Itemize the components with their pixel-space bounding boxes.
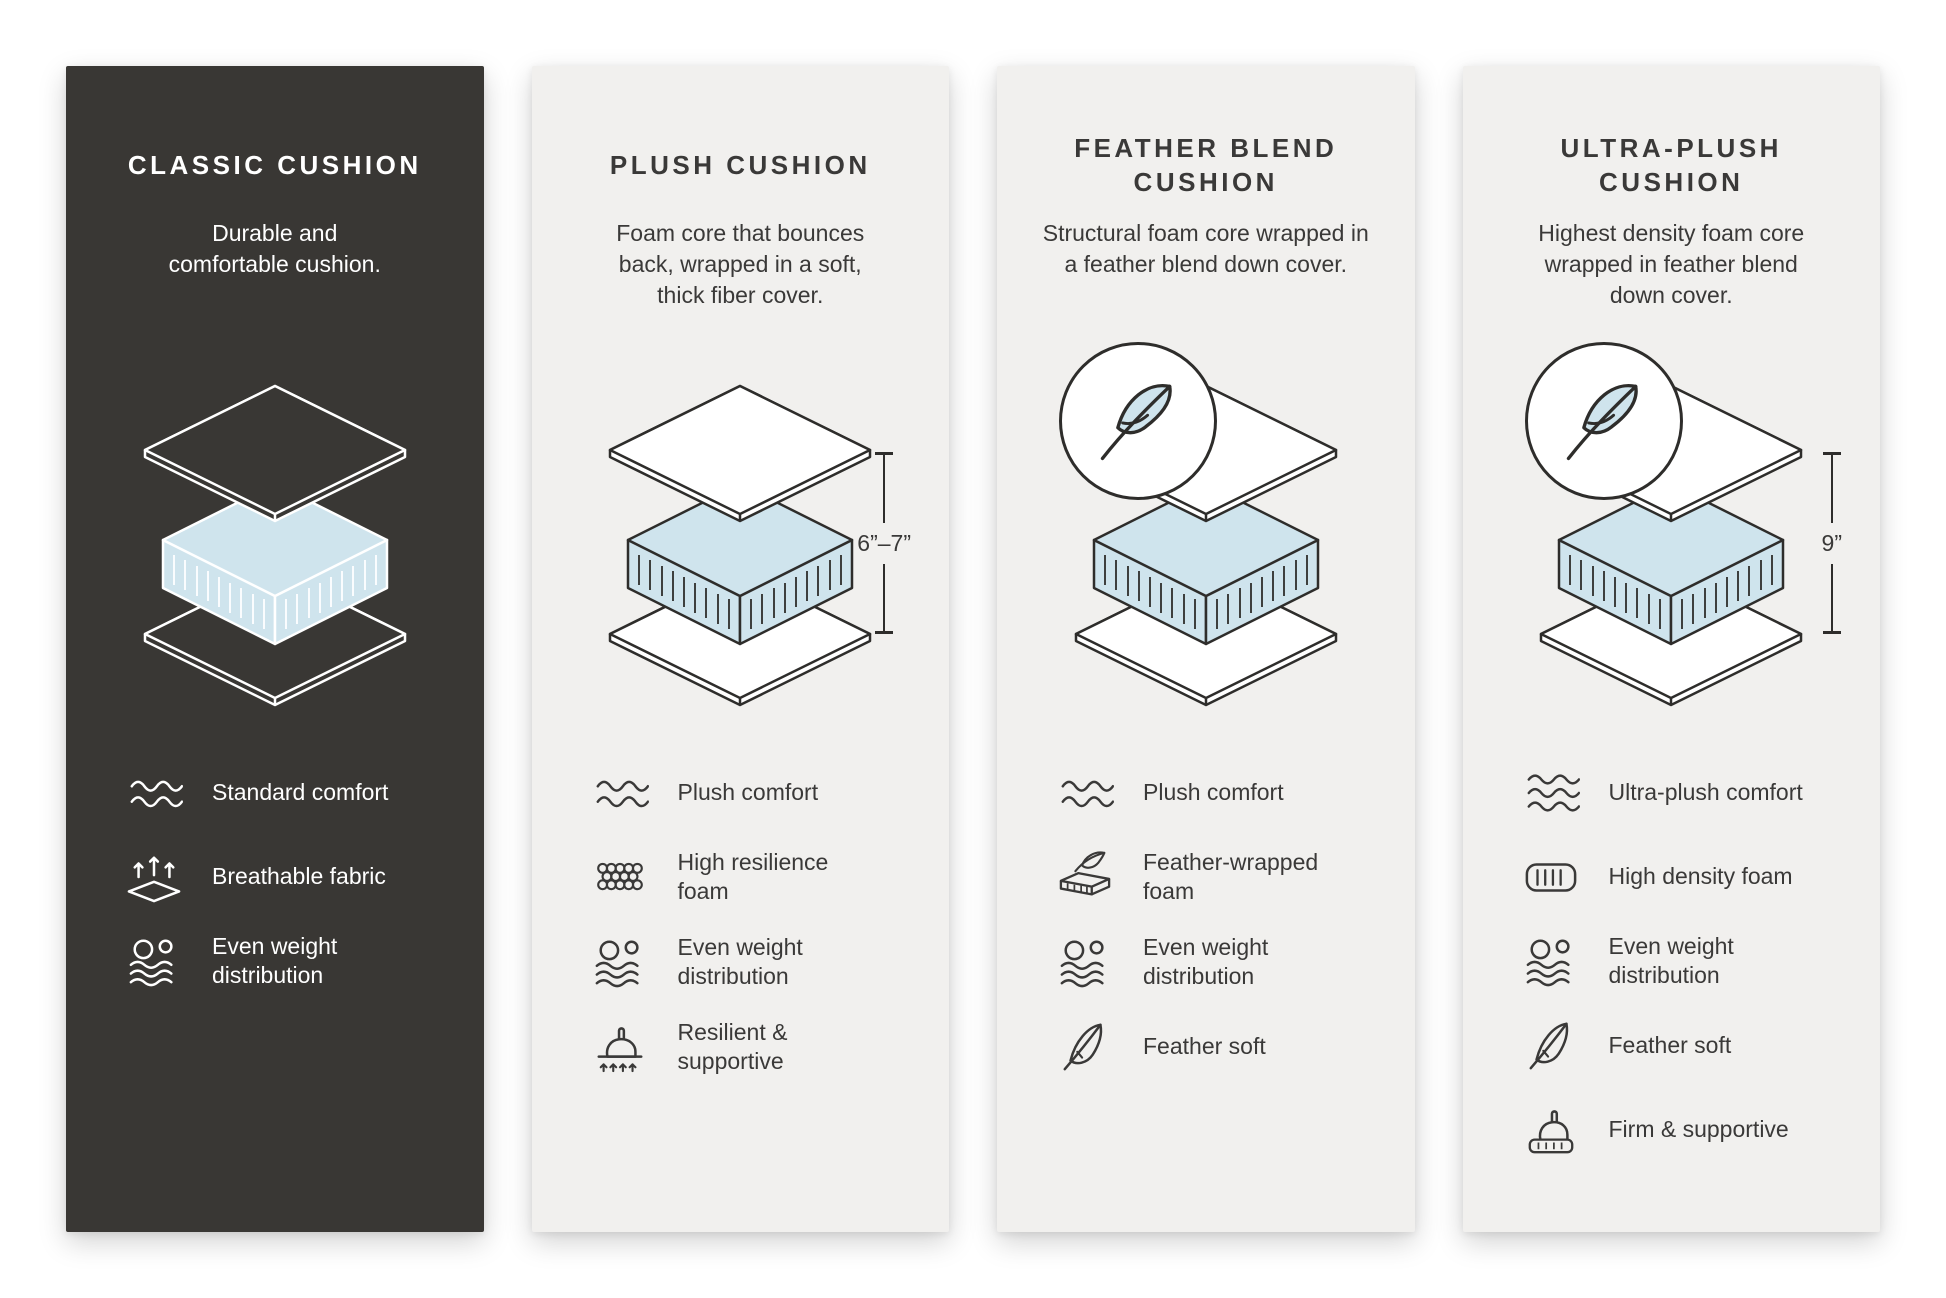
marker-bottom-cap <box>1822 631 1841 634</box>
waves-icon <box>588 764 652 822</box>
card-title-block: FEATHER BLEND CUSHION <box>1029 130 1383 202</box>
card-description: Durable and comfortable cushion. <box>168 220 381 278</box>
even-weight-icon <box>122 932 186 990</box>
feature-list: Plush comfort High resilience foam Even … <box>588 764 918 1077</box>
feature-row: Even weight distribution <box>1519 932 1849 991</box>
card-title-block: PLUSH CUSHION <box>564 130 918 202</box>
feature-label: Ultra-plush comfort <box>1608 779 1803 806</box>
card-title: ULTRA-PLUSH CUSHION <box>1560 133 1782 197</box>
feature-label: High density foam <box>1608 863 1793 890</box>
card-description: Structural foam core wrapped in a feathe… <box>1042 220 1369 278</box>
feature-label: Plush comfort <box>677 779 819 806</box>
feather-icon <box>1090 373 1186 469</box>
feature-label: Feather-wrapped foam <box>1143 849 1319 905</box>
feather-icon <box>1053 1018 1117 1076</box>
card-title: PLUSH CUSHION <box>609 150 871 181</box>
marker-line <box>1830 563 1834 631</box>
feature-label: Standard comfort <box>212 779 389 806</box>
feature-label: Even weight distribution <box>1143 933 1269 990</box>
card-title: FEATHER BLEND CUSHION <box>1074 133 1338 197</box>
feature-row: Feather soft <box>1519 1017 1849 1075</box>
waves-icon <box>122 764 186 822</box>
feature-list: Ultra-plush comfort High density foam Ev… <box>1519 764 1849 1159</box>
cushion-diagram: 6”–7” <box>564 340 918 712</box>
feature-list: Standard comfort Breathable fabric Even … <box>122 764 452 991</box>
card-title-block: ULTRA-PLUSH CUSHION <box>1495 130 1849 202</box>
marker-line <box>882 563 886 631</box>
marker-top-cap <box>875 452 894 455</box>
feature-list: Plush comfort Feather-wrapped foam Even … <box>1053 764 1383 1076</box>
feature-label: Plush comfort <box>1143 779 1284 806</box>
waves-icon <box>1053 764 1117 822</box>
feature-label: Even weight distribution <box>677 933 803 990</box>
feature-row: Plush comfort <box>1053 764 1383 822</box>
feature-row: Feather soft <box>1053 1018 1383 1076</box>
feature-row: Standard comfort <box>122 764 452 822</box>
feature-label: Resilient & supportive <box>677 1018 788 1075</box>
height-label: 6”–7” <box>857 529 911 556</box>
feature-row: High density foam <box>1519 848 1849 906</box>
feature-label: Firm & supportive <box>1608 1116 1789 1143</box>
card-classic-cushion: CLASSIC CUSHION Durable and comfortable … <box>66 66 484 1232</box>
feature-row: Feather-wrapped foam <box>1053 848 1383 907</box>
feature-row: High resilience foam <box>588 848 918 907</box>
even-weight-icon <box>588 933 652 991</box>
height-marker: 6”–7” <box>857 452 911 634</box>
feature-row: Ultra-plush comfort <box>1519 764 1849 822</box>
cushion-diagram <box>1029 340 1383 712</box>
card-description: Foam core that bounces back, wrapped in … <box>616 220 865 309</box>
feather-icon <box>1519 1017 1583 1075</box>
cushion-diagram: 9” <box>1495 340 1849 712</box>
breathable-fabric-icon <box>122 848 186 906</box>
feature-label: Feather soft <box>1608 1032 1732 1059</box>
height-marker: 9” <box>1822 452 1842 634</box>
feather-icon <box>1556 373 1652 469</box>
feature-row: Firm & supportive <box>1519 1101 1849 1159</box>
feather-badge <box>1059 342 1217 500</box>
feature-row: Even weight distribution <box>588 933 918 992</box>
feature-row: Resilient & supportive <box>588 1018 918 1077</box>
honeycomb-foam-icon <box>588 848 652 906</box>
feather-wrapped-foam-icon <box>1053 848 1117 906</box>
marker-line <box>882 455 886 523</box>
card-title: CLASSIC CUSHION <box>127 150 422 181</box>
cushion-diagram <box>98 340 452 712</box>
even-weight-icon <box>1053 933 1117 991</box>
feature-row: Even weight distribution <box>1053 933 1383 992</box>
feature-row: Even weight distribution <box>122 932 452 991</box>
marker-top-cap <box>1822 452 1841 455</box>
layered-cushion-diagram <box>105 382 445 712</box>
firm-hand-icon <box>1519 1101 1583 1159</box>
feature-label: Even weight distribution <box>212 933 338 989</box>
card-title-block: CLASSIC CUSHION <box>98 130 452 202</box>
feature-label: Feather soft <box>1143 1033 1266 1060</box>
feather-badge <box>1524 342 1683 500</box>
feature-label: Breathable fabric <box>212 863 386 890</box>
marker-line <box>1830 455 1834 523</box>
height-label: 9” <box>1821 529 1842 556</box>
feature-label: High resilience foam <box>677 849 829 905</box>
feature-row: Breathable fabric <box>122 848 452 906</box>
triple-waves-icon <box>1519 764 1583 822</box>
high-density-foam-icon <box>1519 848 1583 906</box>
feature-row: Plush comfort <box>588 764 918 822</box>
card-description: Highest density foam core wrapped in fea… <box>1538 220 1805 309</box>
card-feather-blend-cushion: FEATHER BLEND CUSHION Structural foam co… <box>997 66 1415 1232</box>
pressing-hand-icon <box>588 1018 652 1076</box>
card-plush-cushion: PLUSH CUSHION Foam core that bounces bac… <box>531 66 949 1232</box>
feature-label: Even weight distribution <box>1608 933 1734 989</box>
marker-bottom-cap <box>875 631 894 634</box>
card-ultra-plush-cushion: ULTRA-PLUSH CUSHION Highest density foam… <box>1462 66 1880 1232</box>
even-weight-icon <box>1519 932 1583 990</box>
